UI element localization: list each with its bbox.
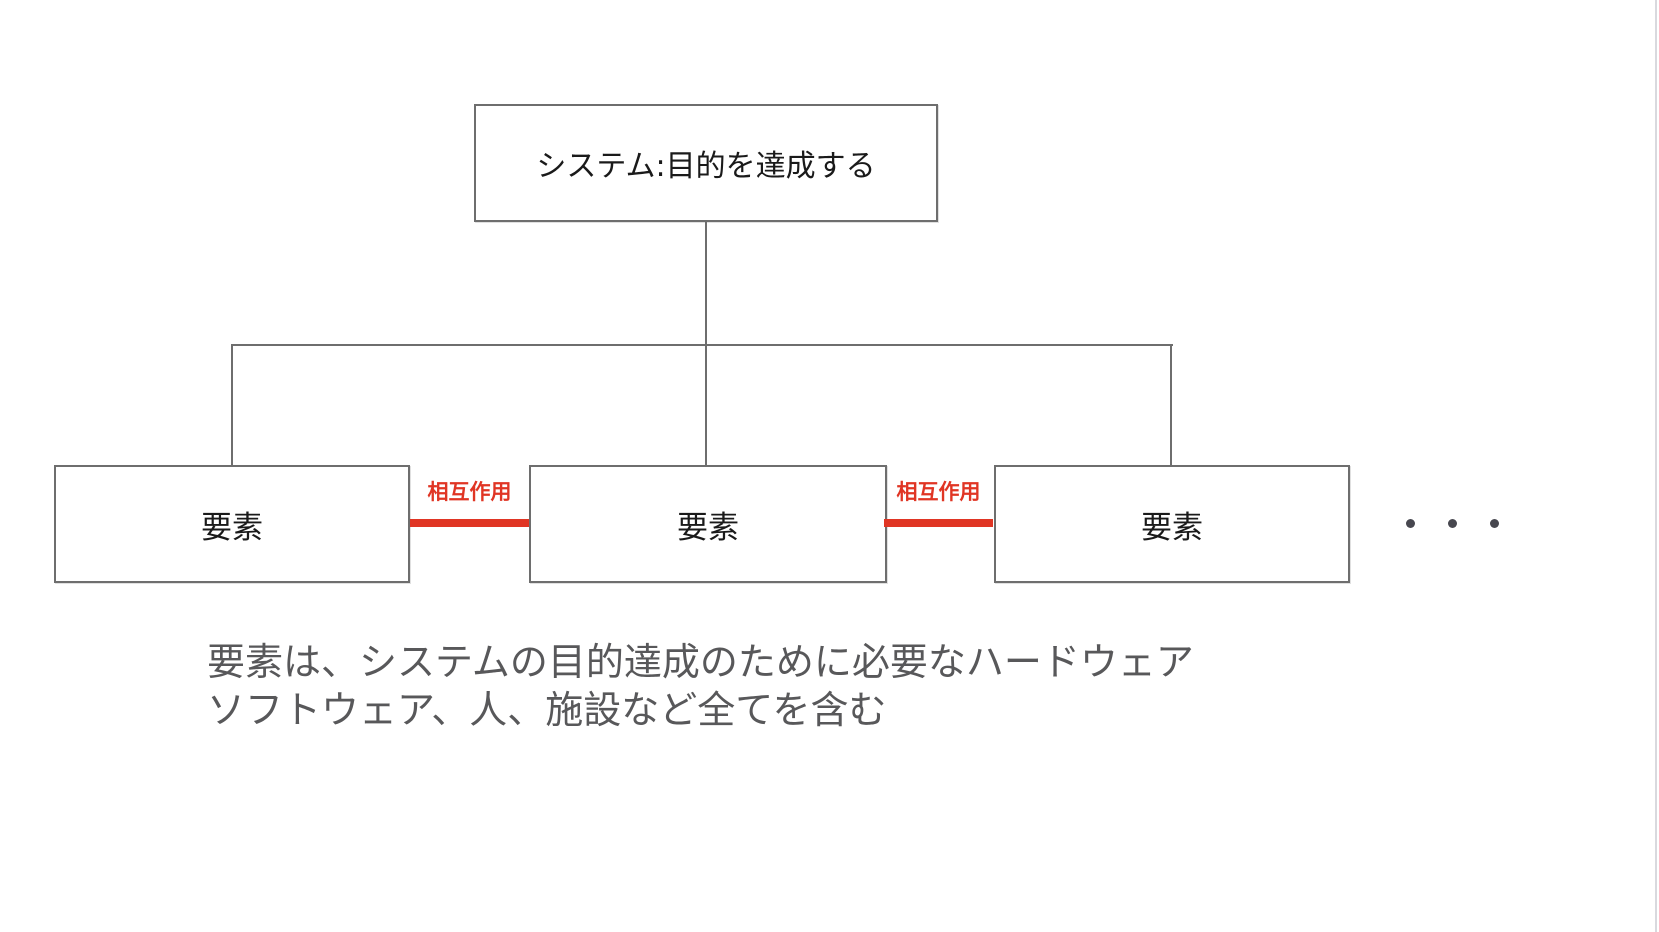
ellipsis-dot-icon <box>1448 519 1457 528</box>
element-box-3-label: 要素 <box>1141 509 1203 546</box>
interaction-line-2 <box>884 519 993 527</box>
connector-drop-middle <box>705 344 707 465</box>
caption-text: 要素は、システムの目的達成のために必要なハードウェア ソフトウェア、人、施設など… <box>207 638 1194 734</box>
page-edge-line <box>1655 0 1657 932</box>
connector-bus <box>232 344 1173 346</box>
ellipsis-dots <box>1406 519 1499 528</box>
ellipsis-dot-icon <box>1406 519 1415 528</box>
caption-line-1: 要素は、システムの目的達成のために必要なハードウェア <box>207 640 1194 684</box>
interaction-label-1: 相互作用 <box>427 480 512 504</box>
element-box-1: 要素 <box>54 465 410 583</box>
element-box-2-label: 要素 <box>677 509 739 546</box>
ellipsis-dot-icon <box>1490 519 1499 528</box>
element-box-3: 要素 <box>994 465 1350 583</box>
connector-root-stem <box>705 222 707 344</box>
interaction-line-1 <box>410 519 529 527</box>
element-box-1-label: 要素 <box>201 509 263 546</box>
system-box-label: システム:目的を達成する <box>536 149 876 184</box>
interaction-label-2: 相互作用 <box>896 480 981 504</box>
system-box: システム:目的を達成する <box>474 104 938 222</box>
connector-drop-left <box>231 344 233 465</box>
caption-line-2: ソフトウェア、人、施設など全てを含む <box>207 688 887 732</box>
connector-drop-right <box>1170 344 1172 465</box>
element-box-2: 要素 <box>529 465 887 583</box>
